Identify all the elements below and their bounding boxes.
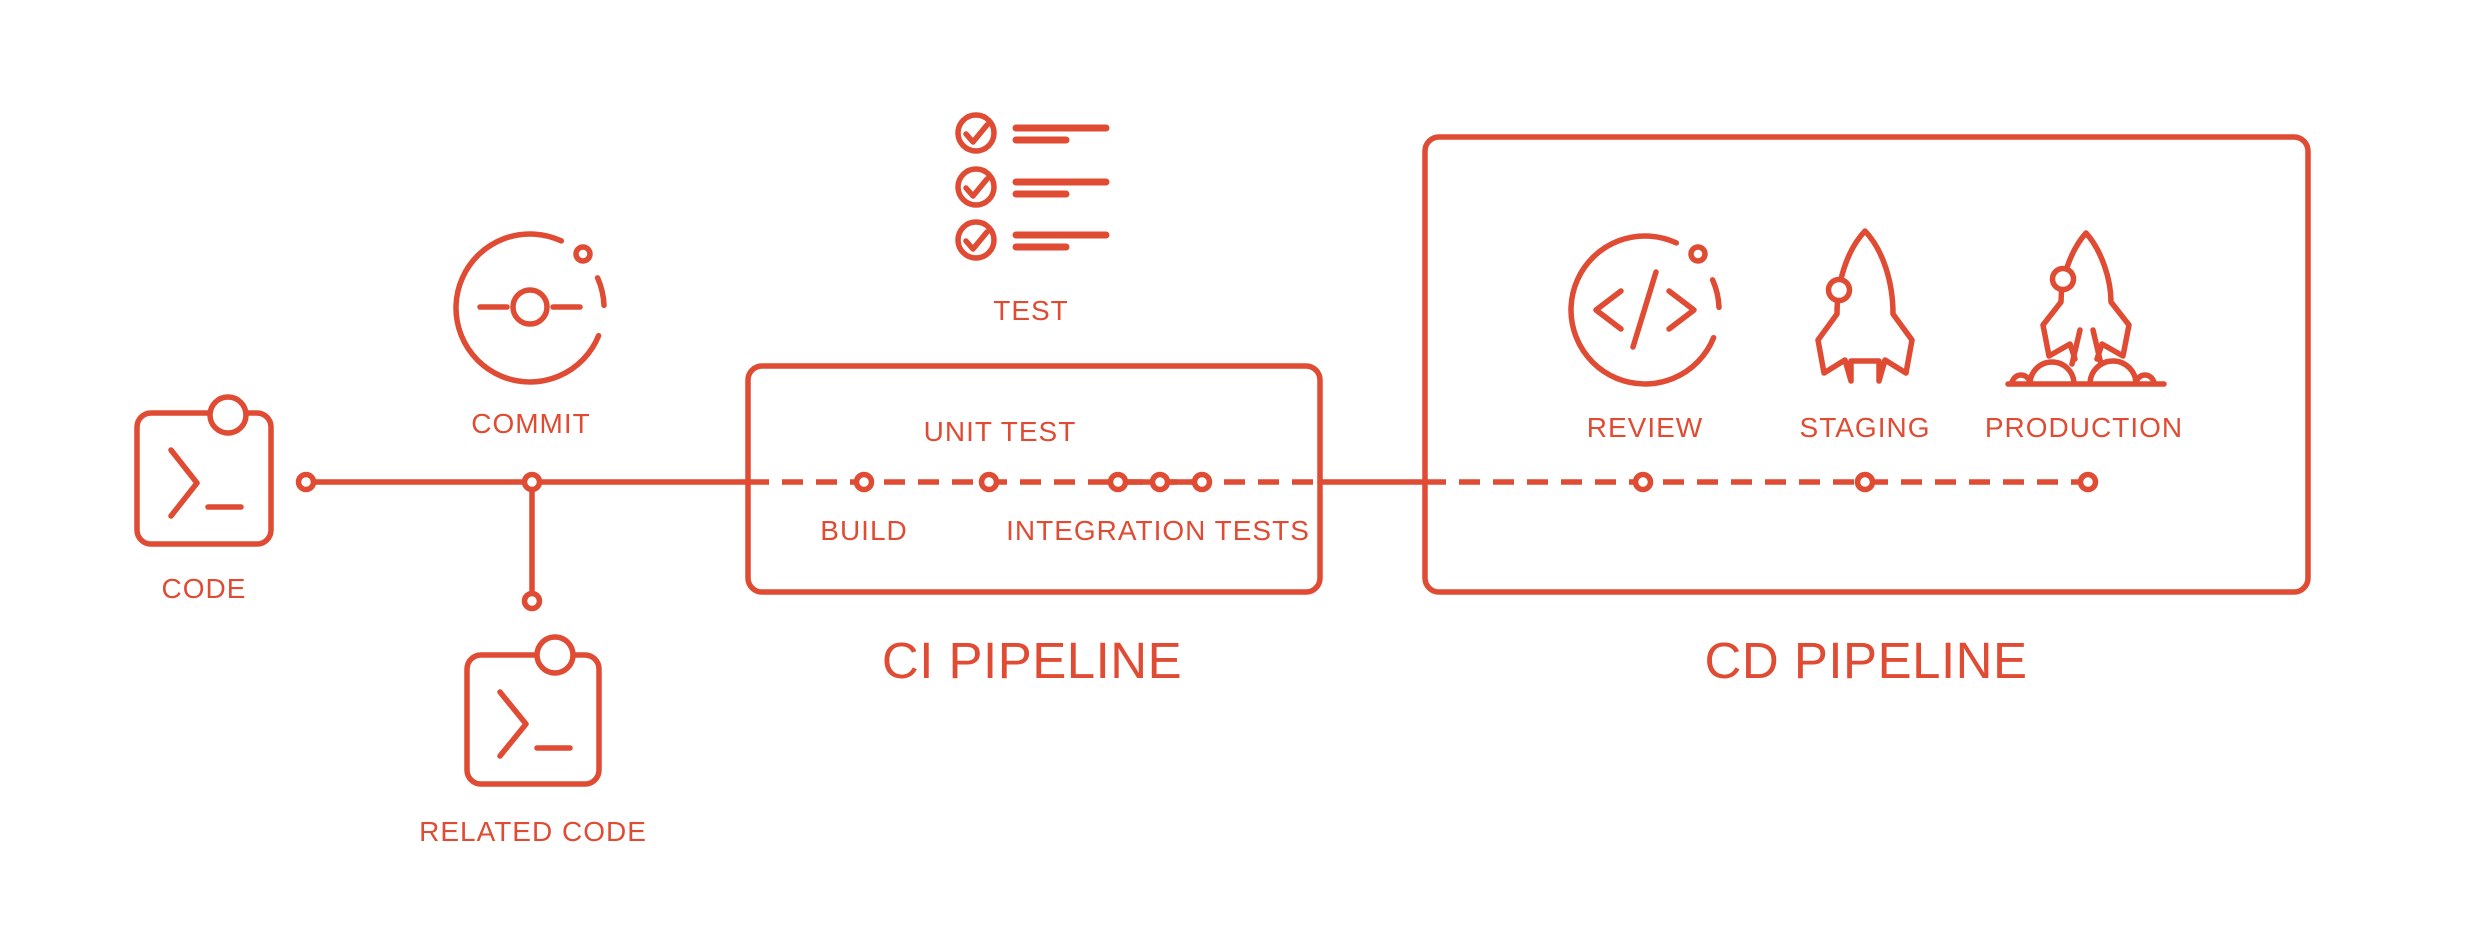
check-circle bbox=[955, 219, 997, 261]
pipeline-node-unit-test bbox=[978, 471, 1000, 493]
production-stage-label: PRODUCTION bbox=[1985, 412, 2183, 443]
terminal-window-icon bbox=[134, 394, 274, 547]
check-mark bbox=[963, 176, 990, 199]
orbit-arc-tail bbox=[594, 275, 607, 309]
pipeline-node-build bbox=[853, 471, 875, 493]
pipeline-node-staging bbox=[1854, 471, 1876, 493]
pipeline-node-code bbox=[295, 471, 317, 493]
terminal-frame bbox=[134, 410, 274, 547]
orbit-satellite-dot bbox=[1688, 244, 1708, 264]
pipeline-node-review bbox=[1632, 471, 1654, 493]
check-mark bbox=[963, 229, 990, 252]
pipeline-node-commit bbox=[521, 471, 543, 493]
terminal-pin-circle bbox=[207, 394, 249, 436]
ci-pipeline-title: CI PIPELINE bbox=[882, 632, 1182, 689]
code-review-orbit-icon bbox=[1568, 233, 1722, 387]
pipeline-nodes bbox=[295, 471, 2099, 612]
rocket-porthole bbox=[1825, 276, 1853, 304]
pipeline-node-production bbox=[2077, 471, 2099, 493]
checklist-icon bbox=[955, 112, 1110, 261]
commit-dot bbox=[510, 287, 550, 327]
review-stage-label: REVIEW bbox=[1587, 412, 1703, 443]
smoke-cloud bbox=[2005, 358, 2167, 387]
pipeline-node-integration-1 bbox=[1107, 471, 1129, 493]
rocket-launch-icon bbox=[2005, 230, 2167, 387]
ci-pipeline-box bbox=[745, 363, 1323, 595]
unit-test-stage-label: UNIT TEST bbox=[924, 416, 1077, 447]
pipeline-node-integration-2 bbox=[1149, 471, 1171, 493]
check-mark bbox=[963, 122, 990, 145]
terminal-frame bbox=[464, 652, 602, 787]
code-bracket-left bbox=[1593, 288, 1624, 332]
pipeline-node-integration-3 bbox=[1191, 471, 1213, 493]
terminal-window-icon bbox=[464, 634, 602, 787]
rocket-icon bbox=[1815, 228, 1915, 384]
rocket-body bbox=[2040, 230, 2132, 362]
rocket-porthole bbox=[2049, 265, 2077, 293]
build-stage-label: BUILD bbox=[820, 515, 907, 546]
orbit-satellite-dot bbox=[573, 244, 593, 264]
cd-pipeline-title: CD PIPELINE bbox=[1705, 632, 2028, 689]
code-bracket-right bbox=[1666, 288, 1697, 332]
commit-orbit-icon bbox=[453, 231, 607, 385]
prompt-chevron bbox=[497, 689, 529, 759]
code-slash bbox=[1630, 269, 1659, 350]
staging-stage-label: STAGING bbox=[1800, 412, 1931, 443]
code-label: CODE bbox=[162, 573, 247, 604]
exhaust-plume bbox=[2069, 327, 2104, 367]
prompt-chevron bbox=[168, 447, 200, 519]
check-circle bbox=[955, 112, 997, 154]
test-label: TEST bbox=[993, 295, 1069, 326]
integration-tests-stage-label: INTEGRATION TESTS bbox=[1006, 515, 1310, 546]
cd-pipeline-box bbox=[1422, 134, 2311, 595]
orbit-arc bbox=[1568, 233, 1717, 387]
rocket-body bbox=[1815, 228, 1915, 384]
terminal-pin-circle bbox=[534, 634, 576, 676]
check-circle bbox=[955, 166, 997, 208]
pipeline-node-related-code bbox=[521, 590, 543, 612]
orbit-arc bbox=[453, 231, 602, 385]
orbit-arc-tail bbox=[1709, 277, 1722, 311]
related-code-label: RELATED CODE bbox=[419, 816, 647, 847]
commit-label: COMMIT bbox=[471, 408, 591, 439]
